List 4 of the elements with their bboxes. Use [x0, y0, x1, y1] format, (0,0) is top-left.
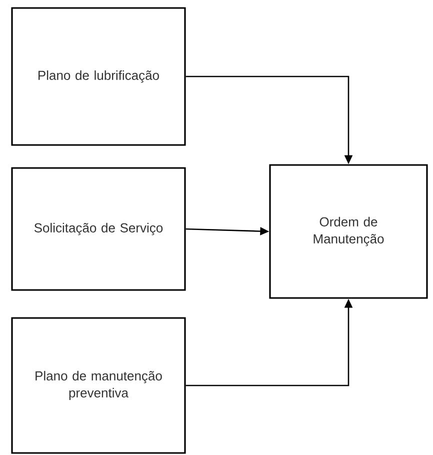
- process-box: Plano de lubrificação: [11, 7, 186, 146]
- process-box: Ordem de Manutenção: [269, 164, 428, 299]
- process-box: Solicitação de Serviço: [11, 167, 186, 291]
- process-box: Plano de manutenção preventiva: [11, 317, 186, 454]
